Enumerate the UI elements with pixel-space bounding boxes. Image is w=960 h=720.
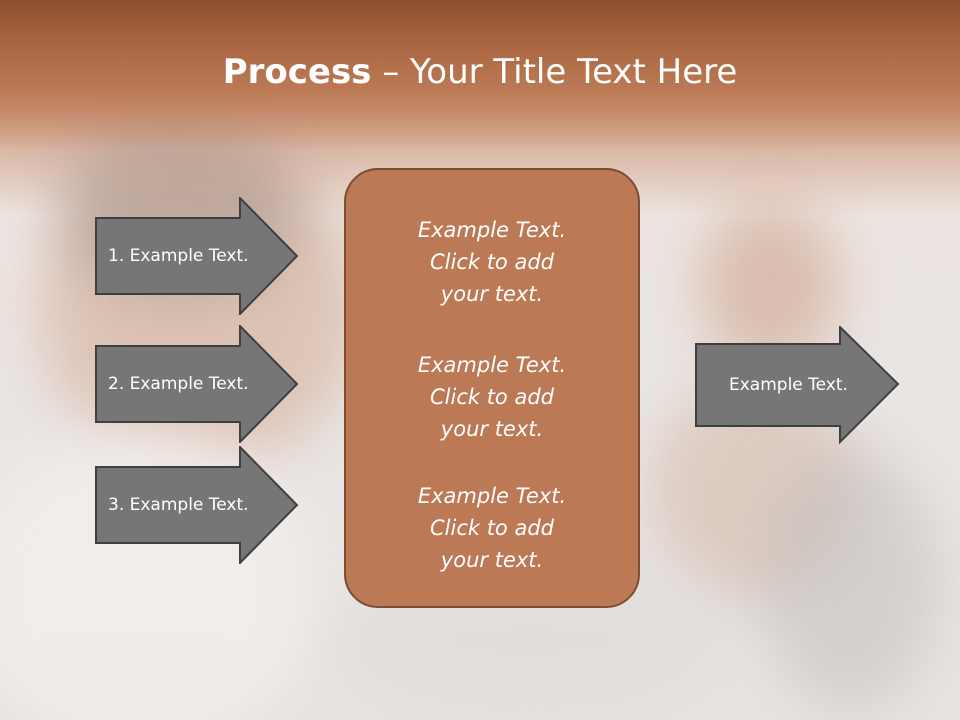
process-step-3-arrow[interactable]: 3. Example Text. [95,446,299,564]
process-result-arrow[interactable]: Example Text. [695,326,900,444]
center-item-1-line1: Example Text. [417,218,567,242]
slide-title[interactable]: Process – Your Title Text Here [0,52,960,92]
center-item-3: Example Text. Click to add your text. [346,480,638,576]
center-item-2-line3: your text. [440,417,544,441]
center-item-2-line2: Click to add [429,385,554,409]
center-item-2: Example Text. Click to add your text. [346,349,638,445]
center-process-box[interactable]: Example Text. Click to add your text. Ex… [344,168,640,608]
center-item-2-line1: Example Text. [417,353,567,377]
center-item-1: Example Text. Click to add your text. [346,214,638,310]
center-item-3-line2: Click to add [429,516,554,540]
center-item-1-line2: Click to add [429,250,554,274]
process-step-2-arrow[interactable]: 2. Example Text. [95,325,299,443]
title-bar [0,0,960,150]
center-item-1-line3: your text. [440,282,544,306]
title-rest: – Your Title Text Here [371,52,738,92]
title-bold: Process [222,52,372,92]
center-item-3-line3: your text. [440,548,544,572]
process-step-1-arrow[interactable]: 1. Example Text. [95,197,299,315]
process-step-2-label: 2. Example Text. [108,374,249,394]
center-item-3-line1: Example Text. [417,484,567,508]
process-step-1-label: 1. Example Text. [108,246,249,266]
process-step-3-label: 3. Example Text. [108,495,249,515]
process-result-label: Example Text. [729,375,848,395]
